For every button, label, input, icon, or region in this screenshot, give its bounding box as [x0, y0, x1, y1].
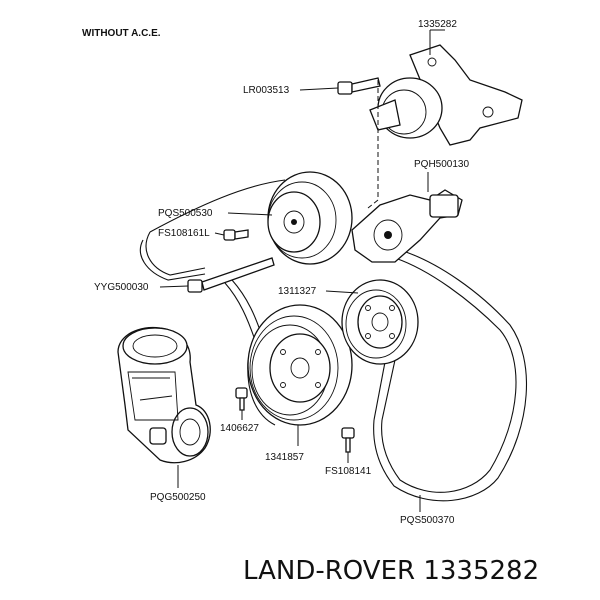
label-fs108161l: FS108161L: [158, 228, 210, 239]
tensioner-mount-bracket: [369, 44, 523, 146]
label-1406627: 1406627: [220, 423, 259, 434]
label-pqh500130: PQH500130: [414, 159, 469, 170]
label-1311327: 1311327: [278, 286, 317, 297]
bolt-fs108141: [341, 427, 355, 453]
bolt-lr003513: [337, 77, 381, 95]
label-pqg500250: PQG500250: [150, 492, 206, 503]
belt-tensioner: [351, 189, 463, 263]
bolt-fs108161l: [223, 229, 249, 241]
label-1335282: 1335282: [418, 19, 457, 30]
upper-idler-pulley: [267, 171, 353, 265]
label-pqs500530: PQS500530: [158, 208, 213, 219]
label-fs108141: FS108141: [325, 466, 372, 477]
label-lr003513: LR003513: [243, 85, 290, 96]
label-yyg500030: YYG500030: [94, 282, 149, 293]
brand-caption: LAND-ROVER 1335282: [243, 556, 539, 586]
bolt-yyg500030: [187, 257, 275, 293]
leader-lines: [159, 29, 445, 512]
label-1341857: 1341857: [265, 452, 304, 463]
part-labels: 1335282 LR003513 PQH500130 PQS500530 FS1…: [94, 19, 469, 526]
drive-belt: [139, 179, 528, 502]
crankshaft-pulley: [247, 304, 353, 426]
bolt-1406627: [235, 387, 248, 411]
header-note: WITHOUT A.C.E.: [82, 28, 161, 39]
label-pqs500370: PQS500370: [400, 515, 455, 526]
right-idler-pulley: [341, 279, 419, 365]
auxiliary-tensioner: [117, 326, 211, 464]
